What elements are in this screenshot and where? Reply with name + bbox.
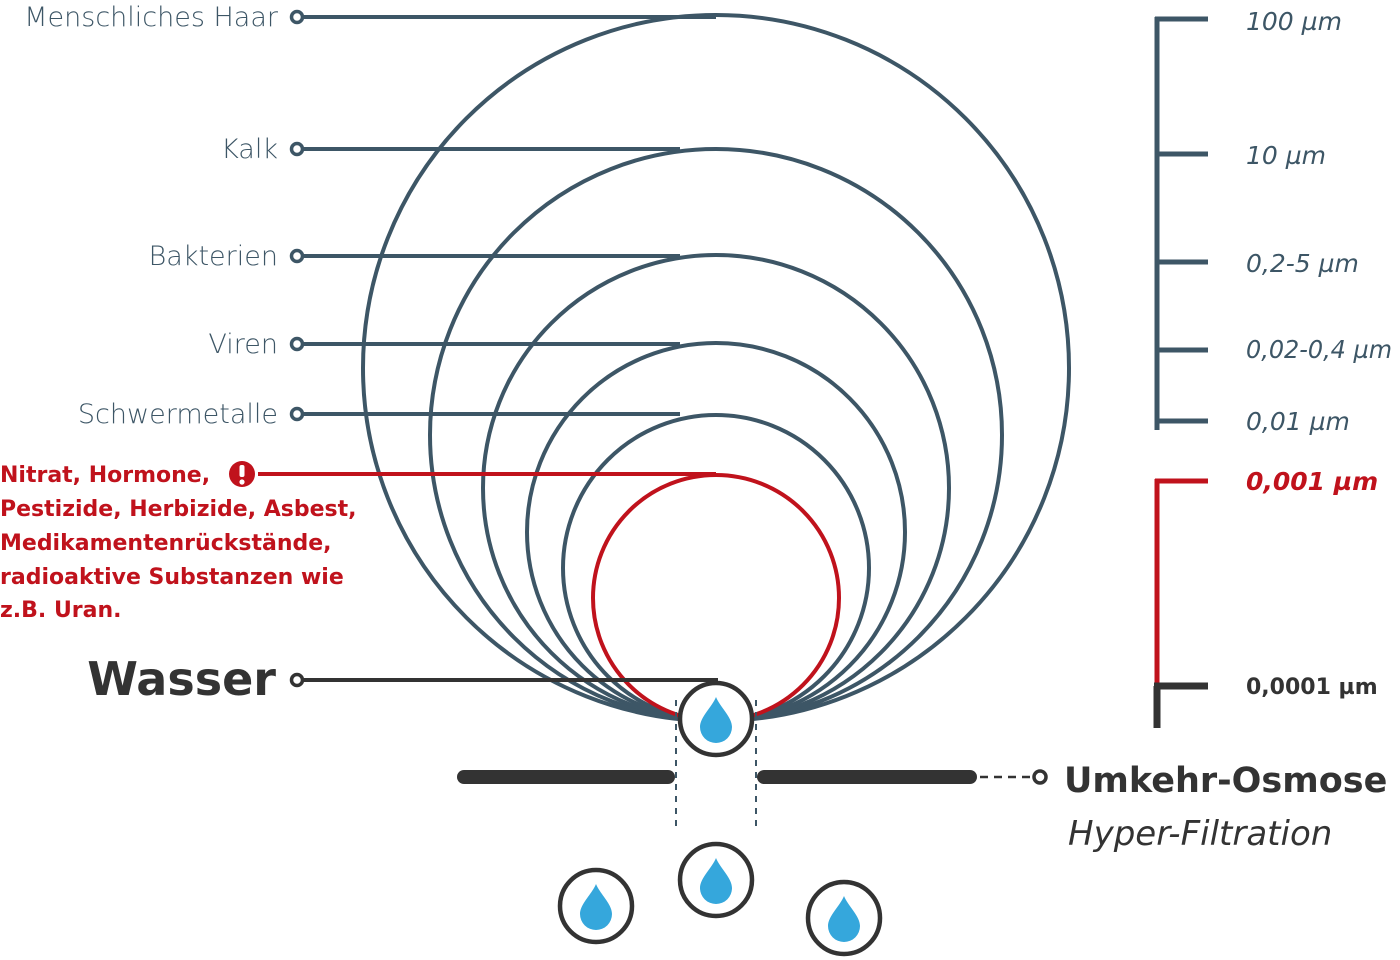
circle-viren bbox=[525, 341, 907, 723]
water-label: Wasser bbox=[87, 652, 276, 706]
water-drop-icon bbox=[828, 896, 860, 942]
leader-water bbox=[303, 678, 718, 700]
membrane-marker bbox=[1032, 769, 1048, 785]
exclamation-icon bbox=[229, 461, 255, 487]
marker-bakterien bbox=[289, 248, 305, 264]
label-kalk: Kalk bbox=[221, 134, 278, 165]
water-drops bbox=[557, 680, 883, 957]
scale-labels: 100 µm 10 µm 0,2-5 µm 0,02-0,4 µm 0,01 µ… bbox=[1246, 7, 1392, 700]
contaminants-line-3: Medikamentenrückstände, bbox=[0, 531, 332, 556]
water-drop-1 bbox=[557, 867, 635, 945]
circle-schwermetalle bbox=[561, 413, 871, 723]
label-schwermetalle: Schwermetalle bbox=[78, 399, 278, 430]
label-bakterien: Bakterien bbox=[149, 241, 278, 272]
scale-label-0-0001: 0,0001 µm bbox=[1246, 675, 1378, 700]
marker-kalk bbox=[289, 141, 305, 157]
water-drop-pore bbox=[677, 680, 755, 758]
scale-label-0-2-5: 0,2-5 µm bbox=[1246, 249, 1359, 278]
contaminants-label: Nitrat, Hormone, Pestizide, Herbizide, A… bbox=[0, 463, 357, 623]
contaminants-line-4: radioaktive Substanzen wie bbox=[0, 565, 344, 590]
scale-label-10: 10 µm bbox=[1246, 141, 1326, 170]
size-circles bbox=[361, 13, 1071, 723]
contaminants-line-2: Pestizide, Herbizide, Asbest, bbox=[0, 497, 357, 522]
scale-label-0-01: 0,01 µm bbox=[1246, 407, 1350, 436]
membrane-subtitle: Hyper-Filtration bbox=[1068, 814, 1332, 854]
marker-schwermetalle bbox=[289, 406, 305, 422]
water-drop-icon bbox=[580, 884, 612, 930]
circle-bakterien bbox=[481, 253, 951, 723]
leader-lines bbox=[258, 15, 718, 700]
size-scale bbox=[1153, 16, 1208, 728]
scale-label-0-02-0-4: 0,02-0,4 µm bbox=[1246, 335, 1392, 364]
marker-viren bbox=[289, 336, 305, 352]
water-drop-icon bbox=[700, 858, 732, 904]
leader-markers bbox=[289, 9, 305, 688]
water-drop-icon bbox=[700, 697, 732, 743]
water-drop-3 bbox=[805, 879, 883, 957]
label-hair: Menschliches Haar bbox=[24, 2, 279, 33]
scale-label-0-001: 0,001 µm bbox=[1246, 467, 1378, 496]
contaminants-line-1: Nitrat, Hormone, bbox=[0, 463, 210, 488]
circle-hair bbox=[361, 13, 1071, 723]
membrane bbox=[457, 700, 1048, 830]
water-drop-2 bbox=[677, 841, 755, 919]
circle-kalk bbox=[428, 147, 1004, 723]
membrane-title: Umkehr-Osmose bbox=[1064, 761, 1387, 801]
scale-label-100: 100 µm bbox=[1246, 7, 1342, 36]
marker-water bbox=[289, 672, 305, 688]
label-viren: Viren bbox=[208, 329, 278, 360]
contaminants-line-5: z.B. Uran. bbox=[0, 598, 122, 623]
particle-labels: Menschliches Haar Kalk Bakterien Viren S… bbox=[24, 2, 279, 430]
marker-hair bbox=[289, 9, 305, 25]
